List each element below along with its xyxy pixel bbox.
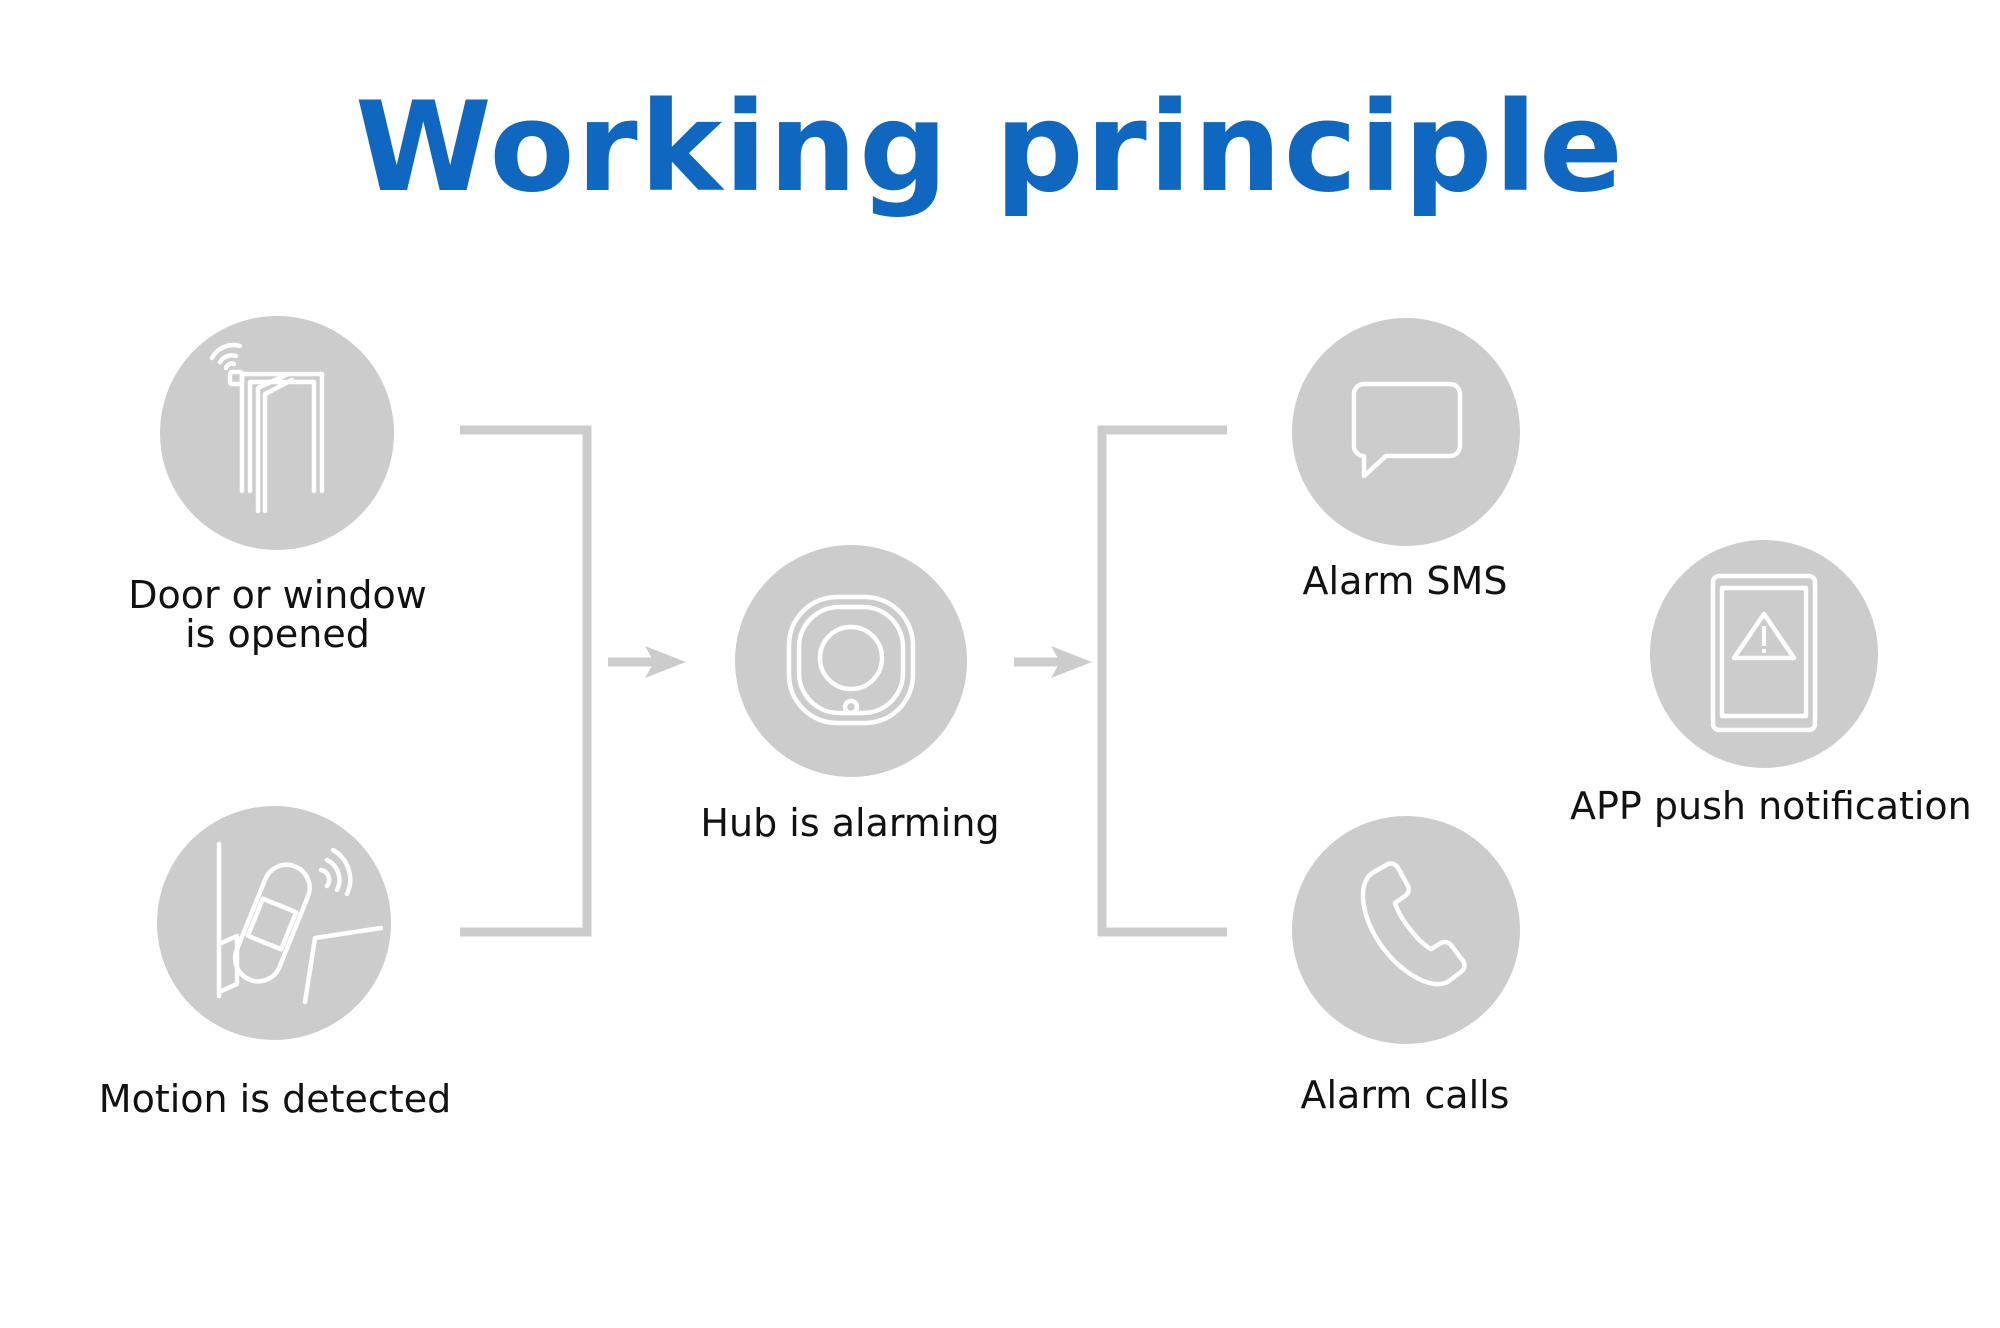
calls-node	[1292, 816, 1520, 1044]
arrow-2-head	[1051, 646, 1092, 678]
page-title: Working principle	[355, 76, 1625, 220]
motion-sensor-node	[157, 806, 391, 1040]
app-push-node	[1650, 540, 1878, 768]
hub-node	[735, 545, 967, 777]
door-sensor-node	[160, 316, 394, 550]
hub-icon	[735, 545, 967, 777]
sms-node	[1292, 318, 1520, 546]
phone-alert-icon	[1650, 540, 1878, 768]
hub-label: Hub is alarming	[700, 801, 1000, 845]
app-push-label: APP push notification	[1570, 784, 1972, 828]
door-sensor-label: Door or window is opened	[100, 576, 455, 654]
door-sensor-icon	[160, 316, 394, 550]
arrow-1-head	[645, 646, 686, 678]
calls-label: Alarm calls	[1300, 1073, 1510, 1117]
door-sensor-label-line-2: is opened	[185, 612, 370, 656]
sms-bubble-icon	[1292, 318, 1520, 546]
door-sensor-label-line-1: Door or window	[128, 573, 427, 617]
motion-sensor-label: Motion is detected	[98, 1077, 452, 1121]
output-bracket	[1097, 425, 1227, 937]
sms-label: Alarm SMS	[1302, 559, 1508, 603]
input-bracket	[460, 425, 592, 937]
phone-handset-icon	[1292, 816, 1520, 1044]
motion-sensor-icon	[157, 806, 391, 1040]
